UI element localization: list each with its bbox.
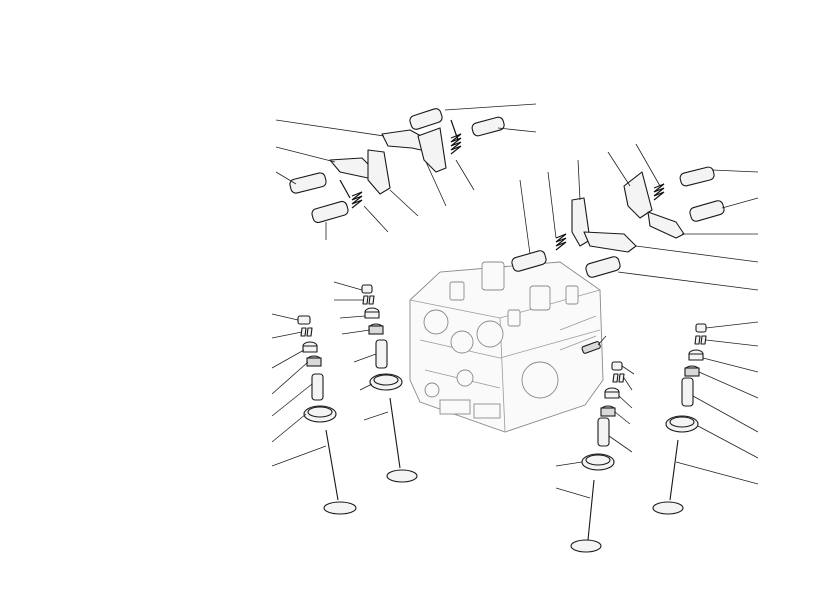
rocker-arm-assembly-center <box>511 197 637 354</box>
valve-assembly-right-outer <box>652 323 707 515</box>
valve-assembly-right-inner <box>570 361 625 553</box>
leader-lines <box>271 103 759 499</box>
rocker-arm-assembly-top <box>289 108 505 224</box>
cylinder-head-block <box>409 261 604 433</box>
rocker-arm-assembly-right <box>623 166 725 239</box>
valve-assembly-left-inner <box>361 284 418 483</box>
valve-assembly-left-outer <box>297 315 357 515</box>
